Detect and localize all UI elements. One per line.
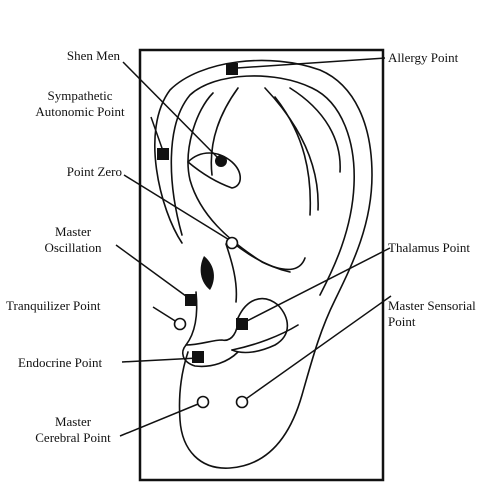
outer-ear-outline — [154, 59, 373, 469]
leader-shen-men — [122, 61, 222, 162]
marker-master-oscillation — [185, 294, 197, 306]
crus-line-2 — [274, 96, 312, 216]
antitragus-line — [225, 243, 238, 303]
label-sympathetic-autonomic-point: Sympathetic Autonomic Point — [35, 88, 125, 119]
marker-shen-men — [215, 155, 227, 167]
marker-master-sensorial-point — [235, 395, 249, 409]
leader-endocrine-point — [121, 357, 199, 363]
leader-thalamus-point — [242, 247, 391, 324]
ear-canal-mark — [200, 256, 214, 290]
label-tranquilizer-point: Tranquilizer Point — [6, 298, 101, 313]
marker-sympathetic-autonomic-point — [157, 148, 169, 160]
marker-point-zero — [225, 236, 239, 250]
label-endocrine-point: Endocrine Point — [18, 355, 103, 370]
leader-point-zero — [123, 174, 232, 242]
leader-master-cerebral — [119, 401, 204, 437]
crus-line-1 — [264, 87, 319, 211]
marker-allergy-point — [226, 63, 238, 75]
intertragic-notch — [185, 291, 239, 346]
antihelix-line — [187, 92, 306, 271]
marker-thalamus-point — [236, 318, 248, 330]
diagram-frame — [138, 48, 385, 482]
marker-endocrine-point — [192, 351, 204, 363]
label-master-sensorial-point: Master Sensorial Point — [388, 298, 476, 329]
label-point-zero: Point Zero — [66, 164, 122, 179]
marker-master-cerebral-point — [196, 395, 210, 409]
label-master-oscillation: Master Oscillation — [44, 224, 102, 255]
triangular-fossa — [187, 152, 242, 189]
label-shen-men: Shen Men — [66, 48, 120, 63]
helix-inner-rim — [170, 75, 355, 296]
tragus-outline — [231, 297, 289, 354]
lobe-divider — [231, 324, 299, 351]
marker-tranquilizer-point — [173, 317, 187, 331]
leader-sympathetic — [150, 116, 164, 152]
label-master-cerebral-point: Master Cerebral Point — [35, 414, 111, 445]
antihelix-inner-line — [210, 87, 239, 176]
label-thalamus-point: Thalamus Point — [388, 240, 470, 255]
crus-line-3 — [289, 87, 341, 173]
leader-master-oscillation — [115, 244, 191, 300]
leader-allergy-point — [236, 57, 386, 69]
concha-line — [231, 241, 291, 273]
label-allergy-point: Allergy Point — [388, 50, 459, 65]
lobe-inner-line — [181, 344, 239, 368]
leader-master-sensorial — [242, 295, 392, 402]
